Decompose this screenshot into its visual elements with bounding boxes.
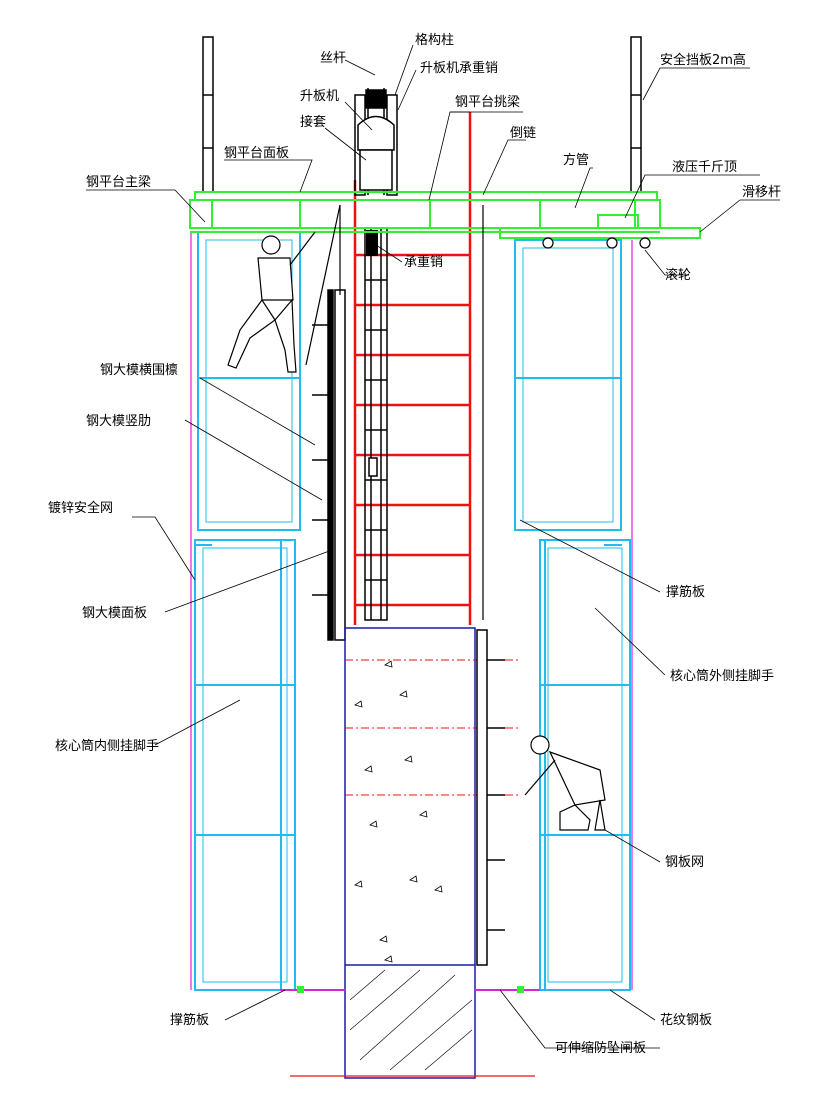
label-slide-bar: 滑移杆	[742, 185, 781, 200]
label-lattice-column: 格构柱	[415, 32, 454, 48]
lattice-column	[364, 227, 388, 621]
label-platform-cantilever-beam: 钢平台挑梁	[455, 95, 520, 110]
steel-formwork-left	[312, 289, 346, 641]
label-roller: 滚轮	[665, 267, 691, 283]
worker-lower	[524, 735, 606, 831]
label-fall-gate: 可伸缩防坠闸板	[555, 1040, 646, 1056]
label-platform-deck: 钢平台面板	[224, 146, 289, 161]
slide-bar	[499, 214, 701, 239]
label-formwork-purlin: 钢大模横围檩	[100, 363, 178, 378]
chain-hoists	[305, 204, 484, 620]
label-inner-scaffold: 核心筒内侧挂脚手	[55, 738, 159, 754]
bearing-pin	[366, 230, 378, 256]
leader-lines	[86, 44, 780, 1049]
label-formwork-rib: 钢大模竖肋	[86, 414, 151, 429]
label-steel-mesh: 钢板网	[665, 855, 704, 870]
label-lifter-bearing-pin: 升板机承重销	[420, 60, 498, 76]
label-bearing-pin: 承重销	[404, 254, 443, 270]
label-formwork-panel: 钢大模面板	[82, 606, 147, 621]
rollers	[542, 237, 651, 249]
lifter	[357, 115, 395, 191]
label-sleeve: 接套	[300, 114, 326, 130]
label-screw-rod: 丝杆	[320, 51, 346, 66]
worker-upper	[227, 231, 316, 373]
outer-scaffold-frame	[514, 239, 631, 991]
fall-gate-right	[517, 986, 524, 993]
safety-baffle-left	[202, 36, 214, 193]
wall-hatch	[349, 969, 473, 1071]
label-hydraulic-jack: 液压千斤顶	[672, 160, 737, 175]
label-safety-baffle: 安全挡板2m高	[660, 52, 746, 68]
label-square-tube: 方管	[563, 152, 589, 168]
fall-gate-left	[297, 986, 304, 993]
inner-scaffold-frame	[194, 231, 301, 991]
label-stiffener-right: 撑筋板	[666, 584, 705, 600]
safety-baffle-right	[630, 36, 642, 193]
aggregate-marks	[354, 660, 443, 963]
label-platform-main-beam: 钢平台主梁	[86, 175, 151, 190]
label-checker-plate: 花纹钢板	[660, 1012, 712, 1028]
label-lifter: 升板机	[300, 89, 339, 104]
core-wall	[344, 627, 476, 1079]
scaffold-hangers	[196, 540, 622, 990]
label-galvanized-net: 镀锌安全网	[48, 500, 113, 516]
label-stiffener-bottom: 撑筋板	[170, 1012, 209, 1028]
steel-formwork-right	[476, 629, 505, 966]
scaffold-net-lines	[190, 232, 633, 990]
label-outer-scaffold: 核心筒外侧挂脚手	[670, 668, 774, 684]
label-chain-hoist: 倒链	[510, 126, 536, 141]
steel-platform	[189, 191, 661, 233]
